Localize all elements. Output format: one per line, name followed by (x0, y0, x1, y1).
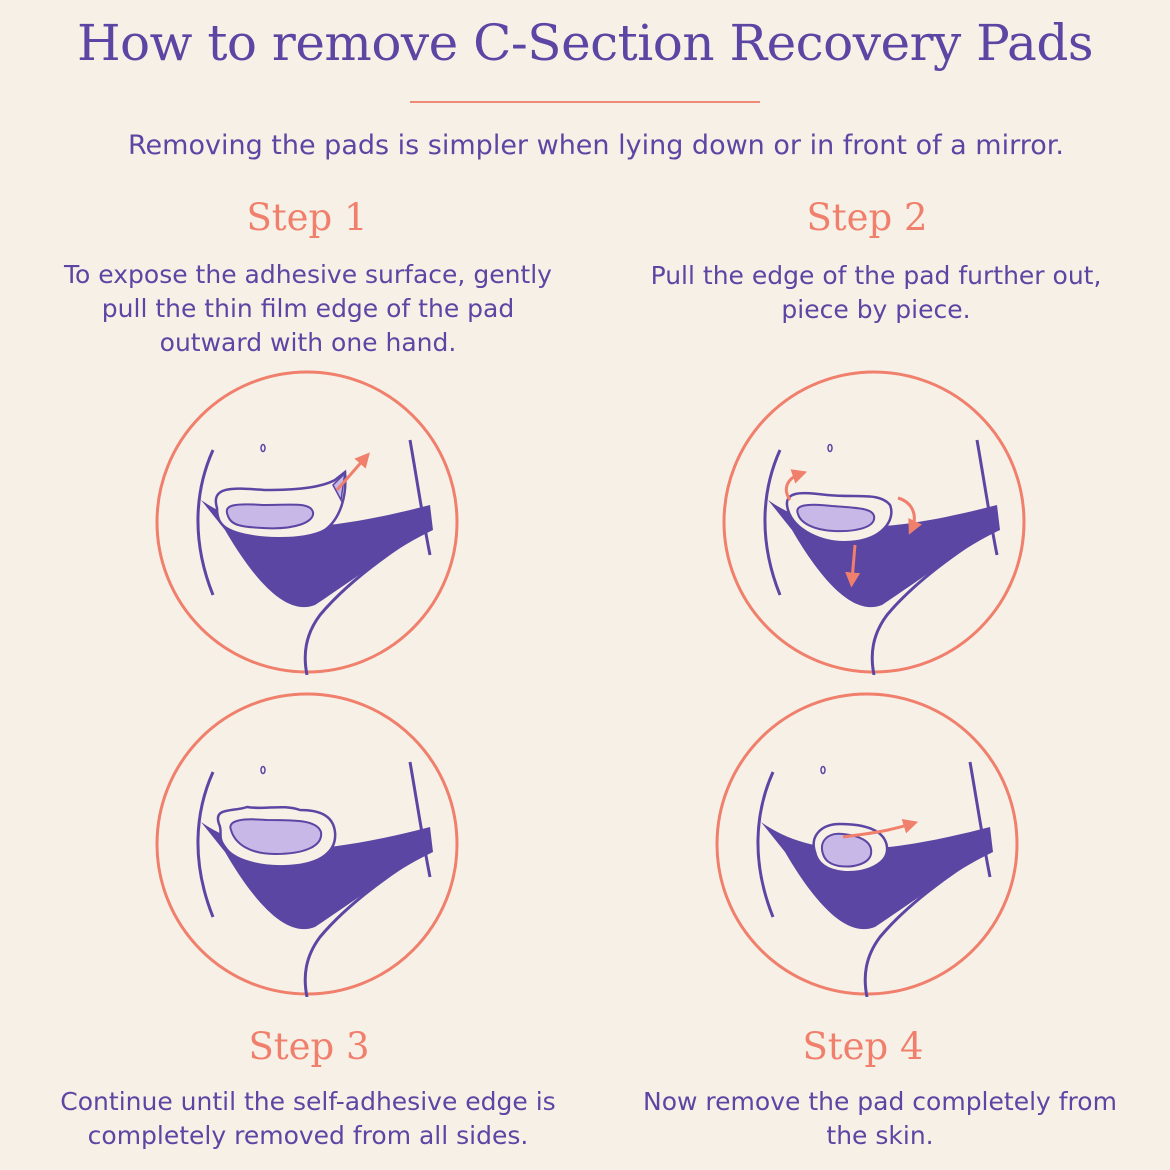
step-4-title: Step 4 (802, 1025, 924, 1068)
step-2-text: Pull the edge of the pad further out, pi… (650, 261, 1102, 324)
page-title: How to remove C-Section Recovery Pads (76, 14, 1094, 72)
pad-remove-illustration-icon (715, 692, 1019, 997)
page-subtitle: Removing the pads is simpler when lying … (128, 130, 1064, 161)
step-1-title: Step 1 (246, 196, 368, 239)
title-divider (410, 101, 760, 103)
step-4-text: Now remove the pad completely from the s… (643, 1087, 1117, 1150)
step-3-title: Step 3 (248, 1025, 370, 1068)
step-1-text: To expose the adhesive surface, gently p… (64, 260, 552, 357)
step-3-text: Continue until the self-adhesive edge is… (60, 1087, 556, 1150)
step-2-title: Step 2 (806, 196, 928, 239)
pad-loosened-illustration-icon (155, 692, 459, 997)
pad-pull-illustration-icon (722, 370, 1026, 675)
pad-peel-illustration-icon (155, 370, 459, 675)
